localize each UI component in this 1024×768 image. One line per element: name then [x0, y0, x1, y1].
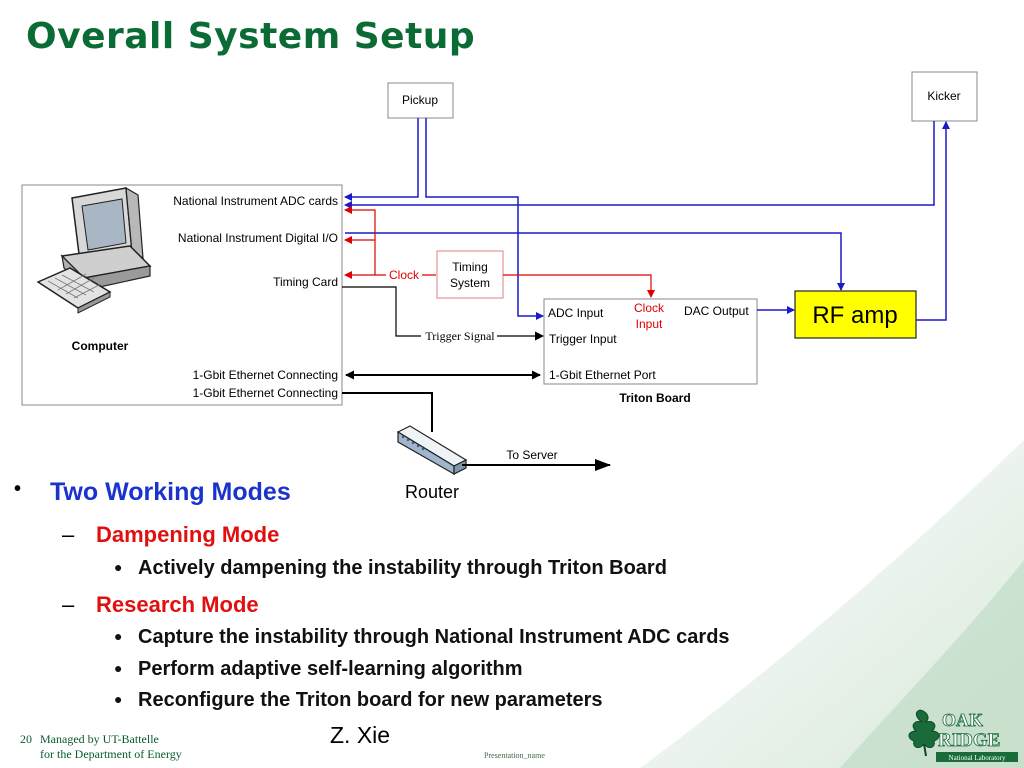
- trigger-signal-label-bg: [421, 329, 497, 343]
- bullet-text: Capture the instability through National…: [138, 626, 730, 648]
- ethernet-connecting-label-2: 1-Gbit Ethernet Connecting: [193, 386, 338, 400]
- computer-icon: [36, 186, 152, 314]
- triton-board-label: Triton Board: [619, 391, 690, 405]
- footer-line-1: Managed by UT-Battelle: [40, 732, 159, 746]
- pickup-label: Pickup: [402, 93, 438, 107]
- logo-ridge: RIDGE: [938, 730, 1000, 751]
- dac-output-label: DAC Output: [684, 304, 749, 318]
- bullet-text: Reconfigure the Triton board for new par…: [138, 689, 603, 711]
- bullet-dot: ●: [114, 559, 123, 575]
- bullet-text: Actively dampening the instability throu…: [138, 557, 667, 579]
- rf-amp-label: RF amp: [812, 302, 897, 329]
- bullet-dash: –: [62, 522, 75, 547]
- bullet-dash: –: [62, 592, 75, 617]
- bullet-dot: ●: [114, 628, 123, 644]
- bullet-dot: •: [14, 478, 22, 500]
- footer-managed-by: Managed by UT-Battelle for the Departmen…: [40, 732, 182, 762]
- ethernet-port-label: 1-Gbit Ethernet Port: [549, 368, 656, 382]
- trigger-input-label: Trigger Input: [549, 332, 617, 346]
- slide-title: Overall System Setup: [26, 16, 476, 57]
- timing-system-line2: System: [450, 276, 490, 290]
- bullet-dot: ●: [114, 691, 123, 707]
- pickup-box: Pickup: [387, 82, 454, 119]
- adc-input-label: ADC Input: [548, 306, 604, 320]
- oak-ridge-logo: OAK RIDGE National Laboratory: [908, 709, 1018, 762]
- router-label: Router: [405, 482, 459, 502]
- author-name: Z. Xie: [330, 722, 391, 748]
- logo-banner: [936, 752, 1018, 762]
- timing-system-line1: Timing: [452, 260, 488, 274]
- computer-label: Computer: [72, 339, 129, 353]
- bullet-text: Perform adaptive self-learning algorithm: [138, 658, 523, 680]
- bullet-text: Research Mode: [96, 592, 259, 617]
- clock-input-line1: Clock: [634, 301, 665, 315]
- timing-system-box: Timing System: [436, 250, 504, 299]
- timing-card-label: Timing Card: [273, 275, 338, 289]
- clock-input-line2: Input: [636, 317, 663, 331]
- to-server-label: To Server: [506, 448, 557, 462]
- blue-signal-lines: [344, 118, 950, 321]
- adc-cards-label: National Instrument ADC cards: [173, 194, 338, 208]
- kicker-box: Kicker: [911, 71, 978, 122]
- logo-oak: OAK: [942, 710, 983, 730]
- triton-board-box: ADC Input Clock Input DAC Output Trigger…: [543, 298, 758, 405]
- presentation-name: Presentation_name: [484, 751, 545, 760]
- router-link-line: [342, 392, 433, 432]
- trigger-signal-label: Trigger Signal: [425, 329, 495, 343]
- rf-amp-box: RF amp: [794, 290, 917, 339]
- ethernet-connecting-label-1: 1-Gbit Ethernet Connecting: [193, 368, 338, 382]
- clock-label-bg: [386, 268, 422, 282]
- bullet-text: Two Working Modes: [50, 478, 291, 506]
- oak-leaf-icon: [908, 709, 940, 757]
- bullet-text: Dampening Mode: [96, 522, 280, 547]
- kicker-label: Kicker: [927, 89, 960, 103]
- clock-label: Clock: [389, 268, 420, 282]
- bullet-dot: ●: [114, 660, 123, 676]
- logo-national-lab: National Laboratory: [949, 754, 1006, 762]
- digital-io-label: National Instrument Digital I/O: [178, 231, 338, 245]
- footer-line-2: for the Department of Energy: [40, 747, 182, 761]
- page-number: 20: [20, 732, 32, 746]
- router-icon: [396, 425, 468, 476]
